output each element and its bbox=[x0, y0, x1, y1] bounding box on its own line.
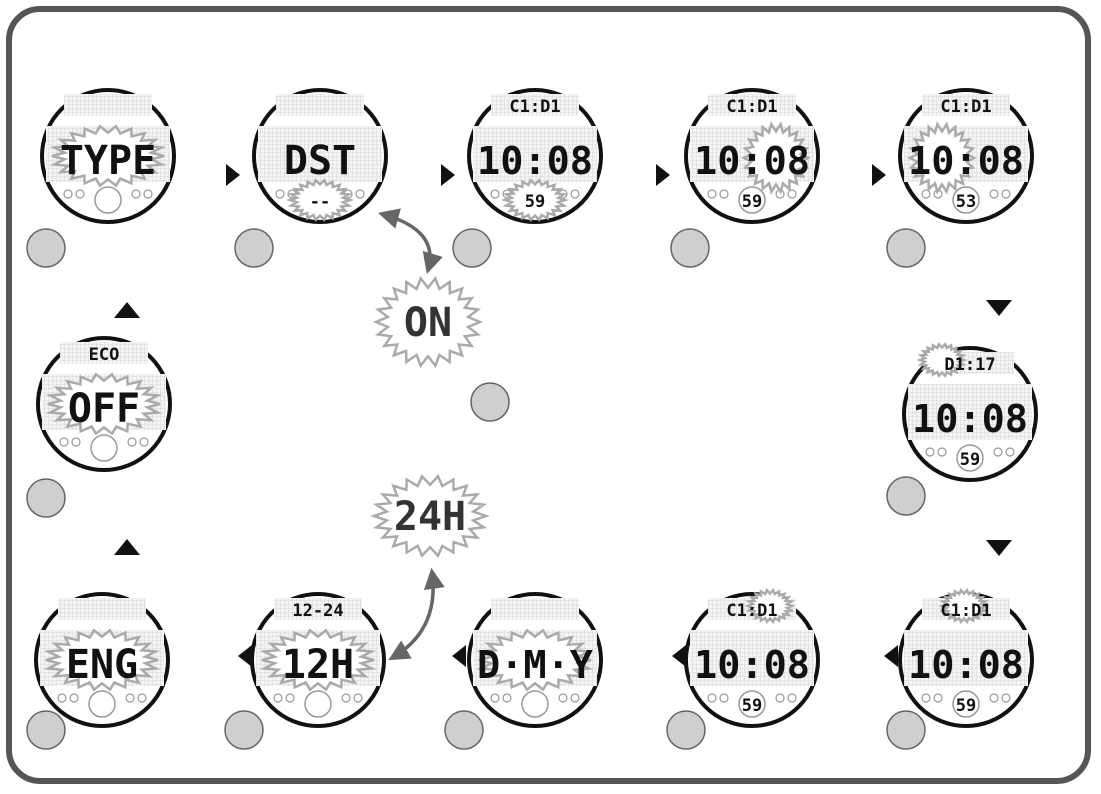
arrow-right bbox=[441, 164, 455, 186]
arrow-right bbox=[872, 164, 886, 186]
watch-screen-s2: DST -- bbox=[254, 90, 386, 222]
watch-button-marker bbox=[887, 711, 925, 749]
watch-screen-s9: D·M·Y bbox=[469, 594, 601, 726]
watch-button-marker bbox=[887, 477, 925, 515]
arrow-up bbox=[114, 539, 140, 555]
lcd-main-text: DST bbox=[284, 138, 356, 184]
arrow-down bbox=[986, 540, 1012, 556]
watch-screen-s5: C1:D1 10:08 53 bbox=[900, 90, 1032, 222]
watch-button-marker bbox=[887, 229, 925, 267]
watch-screen-s3: C1:D1 10:08 59 bbox=[469, 90, 601, 222]
watch-button-marker bbox=[235, 229, 273, 267]
watch-button-marker bbox=[445, 711, 483, 749]
lcd-sub-text: 59 bbox=[525, 192, 545, 212]
watch-screen-s7: C1:D1 10:08 59 bbox=[900, 590, 1032, 726]
watch-button-marker bbox=[27, 711, 65, 749]
watch-screen-s11: ENG bbox=[36, 594, 168, 726]
lcd-main-text: 10:08 bbox=[694, 643, 810, 687]
lcd-top-area bbox=[58, 598, 146, 620]
watch-screen-s4: C1:D1 10:08 59 bbox=[686, 90, 818, 222]
watch-button-marker bbox=[27, 229, 65, 267]
watch-button-marker bbox=[671, 229, 709, 267]
lcd-top-area bbox=[491, 598, 579, 620]
lcd-sub-text: -- bbox=[310, 192, 330, 212]
watch-button-marker bbox=[667, 711, 705, 749]
lcd-main-text: TYPE bbox=[60, 138, 156, 184]
arrow-up bbox=[114, 302, 140, 318]
arrow-left bbox=[672, 645, 686, 667]
watch-button-marker bbox=[225, 711, 263, 749]
watch-screen-s10: 12-24 12H bbox=[252, 594, 384, 726]
lcd-main-text: 10:08 bbox=[908, 139, 1024, 183]
lcd-top-text: C1:D1 bbox=[940, 97, 991, 117]
lcd-top-text: C1:D1 bbox=[726, 97, 777, 117]
watch-screen-s6: D1:17 10:08 59 bbox=[904, 344, 1036, 480]
lcd-top-text: C1:D1 bbox=[509, 97, 560, 117]
lcd-sub-text: 53 bbox=[956, 192, 976, 212]
lcd-main-text: 10:08 bbox=[908, 643, 1024, 687]
arrow-left bbox=[238, 645, 252, 667]
watch-screen-s12: ECO OFF bbox=[38, 338, 170, 470]
toggle-arrow bbox=[392, 572, 433, 658]
arrow-right bbox=[656, 164, 670, 186]
lcd-main-text: 12H bbox=[282, 642, 354, 688]
lcd-top-text: 12-24 bbox=[292, 601, 343, 621]
watch-screen-s8: C1:D1 10:08 59 bbox=[686, 590, 818, 726]
arrow-left bbox=[884, 645, 898, 667]
lcd-top-text: D1:17 bbox=[944, 355, 995, 375]
callout-h24: 24H bbox=[374, 476, 486, 555]
lcd-main-text: 10:08 bbox=[694, 139, 810, 183]
arrow-right bbox=[226, 164, 240, 186]
lcd-top-text: C1:D1 bbox=[940, 601, 991, 621]
lcd-top-text: C1:D1 bbox=[726, 601, 777, 621]
watch-button-marker bbox=[471, 383, 509, 421]
lcd-top-text: ECO bbox=[89, 345, 120, 365]
toggle-arrow bbox=[382, 214, 430, 270]
lcd-main-text: OFF bbox=[68, 386, 140, 432]
lcd-sub-text: 59 bbox=[960, 450, 980, 470]
lcd-main-text: 10:08 bbox=[912, 397, 1028, 441]
watch-screen-s1: TYPE bbox=[42, 90, 174, 222]
lcd-main-text: ENG bbox=[66, 642, 138, 688]
arrow-left bbox=[452, 645, 466, 667]
lcd-main-text: 10:08 bbox=[477, 139, 593, 183]
callout-text: 24H bbox=[394, 494, 466, 540]
lcd-top-area bbox=[276, 94, 364, 116]
arrow-down bbox=[986, 300, 1012, 316]
lcd-top-area bbox=[64, 94, 152, 116]
watch-button-marker bbox=[27, 479, 65, 517]
lcd-sub-text: 59 bbox=[742, 192, 762, 212]
lcd-sub-text: 59 bbox=[742, 696, 762, 716]
callout-on: ON bbox=[376, 278, 480, 365]
lcd-main-text: D·M·Y bbox=[477, 643, 593, 687]
callout-text: ON bbox=[404, 300, 452, 346]
lcd-sub-text: 59 bbox=[956, 696, 976, 716]
watch-button-marker bbox=[453, 229, 491, 267]
